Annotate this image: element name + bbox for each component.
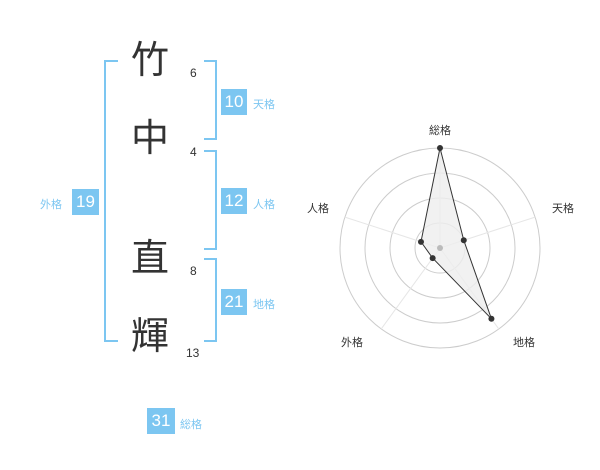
radar-point-1 <box>437 145 443 151</box>
radar-center-dot <box>437 245 443 251</box>
radar-area-polygon <box>420 147 492 320</box>
radar-spoke <box>380 247 441 330</box>
stroke-count-1: 6 <box>190 66 197 80</box>
jinkaku-label: 人格 <box>253 198 275 211</box>
tenkaku-badge: 10 <box>221 89 247 115</box>
fortune-radar-chart: 総格 天格 地格 外格 人格 <box>307 123 574 349</box>
tenkaku-label: 天格 <box>253 98 275 111</box>
stroke-count-4: 13 <box>186 346 200 360</box>
chikaku-badge: 21 <box>221 289 247 315</box>
radar-point-2 <box>460 237 467 244</box>
radar-point-4 <box>429 255 436 262</box>
radar-axis-label-gaikaku: 外格 <box>341 335 363 349</box>
radar-point-3 <box>488 315 495 322</box>
name-char-1: 竹 <box>130 38 169 82</box>
tenkaku-bracket <box>204 60 217 140</box>
name-char-4: 輝 <box>130 314 169 358</box>
gaikaku-label: 外格 <box>40 198 62 211</box>
radar-axis-label-chikaku: 地格 <box>513 335 535 349</box>
radar-axis-label-jinkaku: 人格 <box>307 201 329 215</box>
chikaku-label: 地格 <box>253 298 275 311</box>
name-char-2: 中 <box>130 116 169 160</box>
gaikaku-bracket <box>104 60 118 342</box>
radar-axis-label-tenkaku: 天格 <box>552 201 574 215</box>
radar-points <box>417 145 495 322</box>
name-char-3: 直 <box>130 236 169 280</box>
stroke-count-2: 4 <box>190 145 197 159</box>
jinkaku-bracket <box>204 150 217 250</box>
radar-point-5 <box>417 238 424 245</box>
radar-axis-label-soukaku: 総格 <box>429 123 451 137</box>
gaikaku-badge: 19 <box>72 189 99 215</box>
stroke-count-3: 8 <box>190 264 197 278</box>
jinkaku-badge: 12 <box>221 188 247 214</box>
chikaku-bracket <box>204 258 217 342</box>
soukaku-label: 総格 <box>180 418 202 431</box>
soukaku-badge: 31 <box>147 408 175 434</box>
